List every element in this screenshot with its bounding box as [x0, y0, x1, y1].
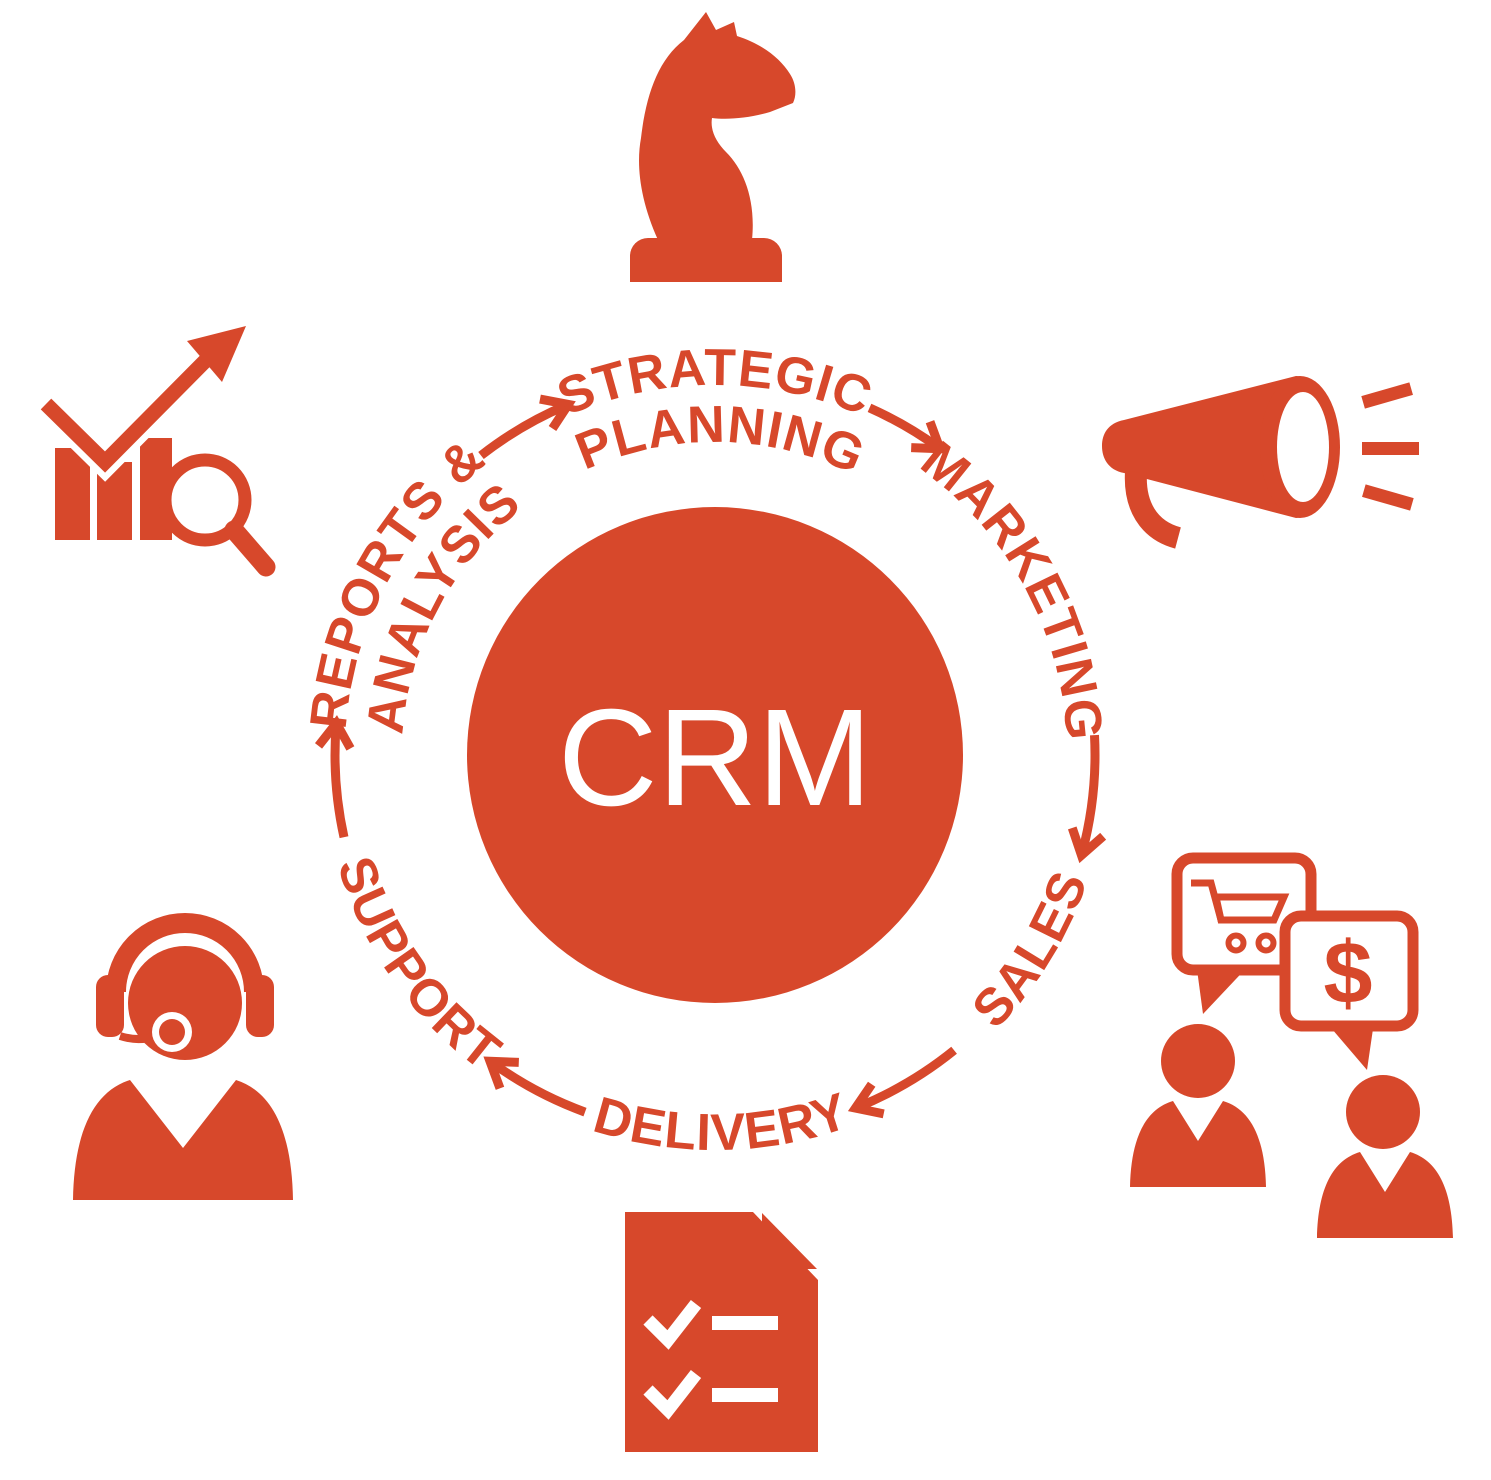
arrow-strategic-to-marketing: [867, 403, 947, 454]
shopping-cart-icon: [1191, 879, 1290, 954]
bar-1: [55, 448, 90, 540]
sound-line-middle: [1362, 442, 1419, 455]
trend-line: [40, 342, 224, 473]
knight-base: [630, 238, 782, 282]
megaphone-bell-opening: [1277, 392, 1329, 502]
checklist-document-icon: [625, 1212, 818, 1452]
dollar-bubble-tail: [1326, 1022, 1374, 1070]
sound-line-bottom: [1362, 484, 1414, 511]
chart-magnifier-icon: [36, 326, 276, 577]
headset-earcup-left: [96, 975, 124, 1037]
arrow-support-to-reports: [314, 715, 355, 839]
customer-right-head: [1346, 1075, 1420, 1149]
dollar-sign: $: [1324, 923, 1373, 1022]
megaphone-icon: [1102, 376, 1419, 549]
cart-wheel-right: [1255, 932, 1277, 954]
checkmark-1: [643, 1300, 702, 1350]
dollar-speech-bubble: [1279, 910, 1419, 1032]
magnifier-lens: [158, 453, 252, 547]
cart-basket: [1211, 893, 1290, 924]
headset-band: [106, 913, 264, 993]
cycle-arrows: [314, 394, 1107, 1119]
headset-earcup-right: [246, 975, 274, 1037]
trend-arrowhead: [187, 326, 246, 382]
megaphone-sound-lines: [1361, 382, 1419, 511]
knight-body: [639, 12, 796, 240]
customer-left-head: [1161, 1024, 1235, 1098]
chess-knight-icon: [630, 12, 796, 282]
arrow-reports-to-strategic: [478, 394, 576, 460]
customer-right: [1317, 1075, 1453, 1238]
customer-left-torso: [1130, 1101, 1266, 1187]
microphone-tip: [159, 1019, 185, 1045]
customers-chat-icon: $: [1130, 852, 1453, 1238]
agent-torso: [73, 1080, 293, 1200]
crm-center-label: CRM: [558, 681, 872, 835]
document-folded-corner: [762, 1213, 817, 1269]
support-agent-icon: [73, 913, 293, 1200]
customer-right-torso: [1317, 1152, 1453, 1238]
arrow-delivery-to-support: [483, 1056, 587, 1117]
checklist-line-1: [712, 1316, 778, 1330]
checkmark-2: [643, 1370, 702, 1420]
sound-line-top: [1361, 382, 1413, 409]
cart-wheel-left: [1225, 932, 1247, 954]
megaphone-handle: [1124, 471, 1182, 549]
checklist-marks: [643, 1300, 702, 1420]
arrow-marketing-to-sales: [1067, 734, 1107, 864]
crm-center-circle: [467, 507, 963, 1003]
arrow-sales-to-delivery: [847, 1046, 957, 1119]
customer-left: [1130, 1024, 1266, 1187]
magnifier-handle: [224, 520, 276, 577]
checklist-line-2: [712, 1388, 778, 1402]
